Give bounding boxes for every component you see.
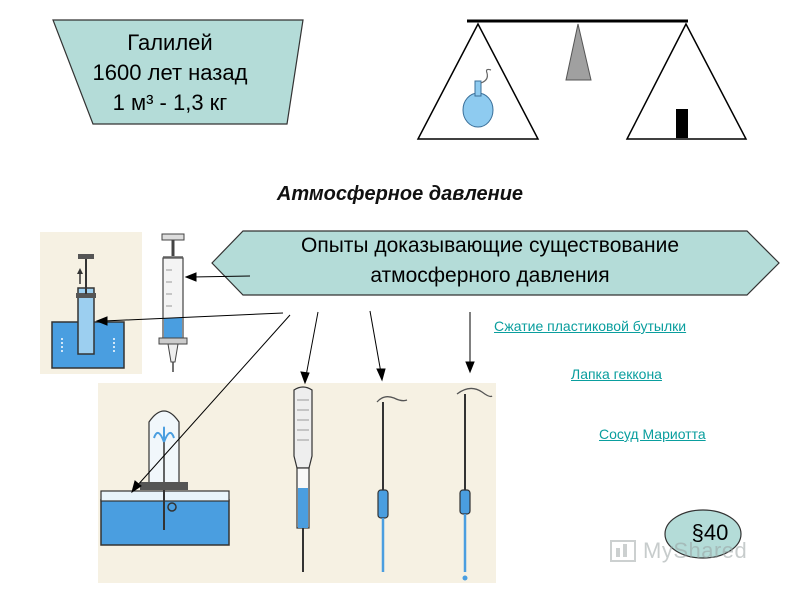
fountain-illustration (100, 410, 230, 546)
pipette-illustration (376, 396, 408, 572)
link-mariotte-vessel[interactable]: Сосуд Мариотта (599, 426, 706, 442)
arrow-head-jar (95, 316, 108, 326)
myshared-logo-icon (610, 540, 636, 562)
section-badge[interactable]: §40 (691, 520, 729, 545)
arrow-head-tube (300, 371, 310, 385)
glass-flask-icon (462, 68, 494, 128)
link-bottle-compression[interactable]: Сжатие пластиковой бутылки (494, 318, 687, 334)
arrows (95, 272, 475, 494)
galileo-name: Галилей (127, 30, 213, 55)
link-gecko-foot[interactable]: Лапка геккона (571, 366, 662, 382)
arrow-head-fountain (131, 480, 142, 494)
galileo-years: 1600 лет назад (92, 60, 248, 85)
banner-line-2: атмосферного давления (370, 264, 610, 287)
arrow-head-pipette (376, 368, 386, 382)
balance-scale (416, 19, 748, 140)
experiments-banner (211, 230, 780, 296)
weight-block (676, 109, 688, 138)
galileo-trapezoid (52, 19, 304, 125)
tube-illustration (293, 386, 313, 572)
page-title: Атмосферное давление (276, 183, 524, 205)
syringe-illustration (158, 233, 188, 372)
right-scale-pan (625, 22, 748, 140)
galileo-textbox: Галилей 1600 лет назад 1 м³ - 1,3 кг (60, 28, 280, 118)
left-scale-pan (416, 22, 540, 140)
arrow-head-syringe (184, 272, 197, 282)
watermark-text: MyShared (643, 538, 748, 563)
piston-jar-illustration (40, 232, 142, 374)
galileo-air-mass: 1 м³ - 1,3 кг (112, 90, 228, 115)
pipette-dripping-illustration (456, 387, 493, 581)
scale-fulcrum (565, 23, 592, 81)
section-badge-circle (664, 509, 742, 559)
banner-line-1: Опыты доказывающие существование (300, 234, 679, 257)
arrow-head-pipette-2 (465, 361, 475, 374)
experiments-banner-text: Опыты доказывающие существование атмосфе… (230, 231, 750, 291)
